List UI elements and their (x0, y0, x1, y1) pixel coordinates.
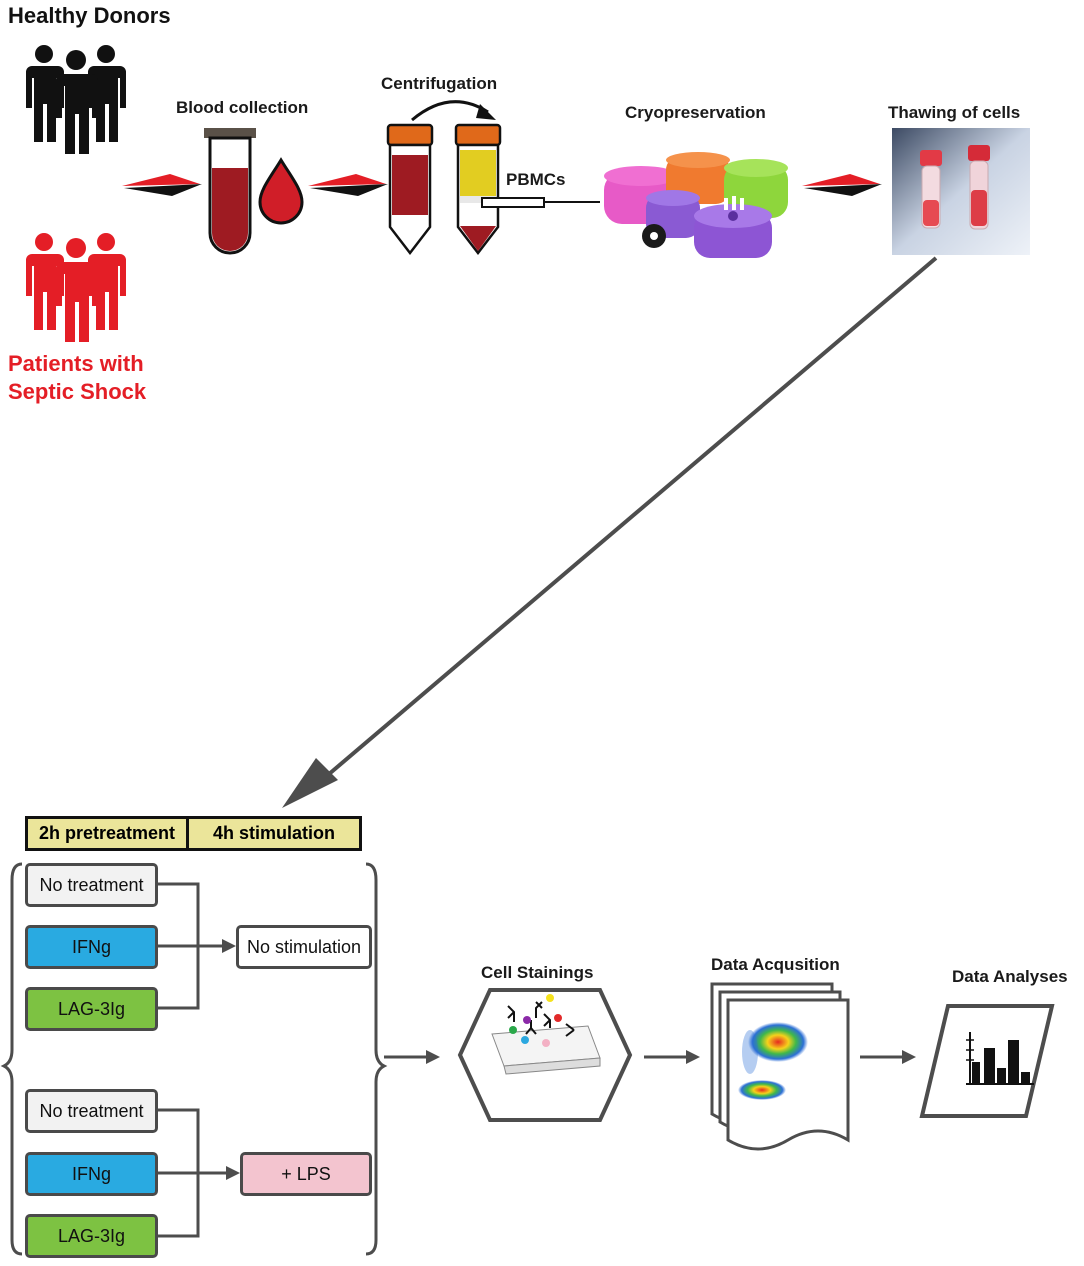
flow-cytometry-plot (738, 1022, 808, 1100)
lag3ig-box-2: LAG-3Ig (25, 1214, 158, 1258)
no-treatment-box-2: No treatment (25, 1089, 158, 1133)
thawing-label: Thawing of cells (888, 103, 1021, 122)
healthy-donors-label: Healthy Donors (8, 3, 171, 28)
pipette-icon (481, 197, 600, 208)
data-analyses-label: Data Analyses (952, 967, 1068, 986)
cell-stainings-icon (457, 988, 633, 1122)
pretreatment-phase: 2h pretreatment (25, 816, 189, 851)
flow-arrow-2 (308, 174, 388, 196)
pbmcs-label: PBMCs (506, 170, 566, 189)
connector-set-2 (158, 1108, 232, 1238)
no-treatment-box-1: No treatment (25, 863, 158, 907)
thawing-photo-icon (892, 128, 1030, 255)
ifng-box-1: IFNg (25, 925, 158, 969)
patients-label-line2: Septic Shock (8, 379, 147, 404)
centrifuge-tube-after (454, 123, 502, 256)
blood-tube-icon (204, 128, 256, 255)
lag3ig-box-1: LAG-3Ig (25, 987, 158, 1031)
left-brace (0, 862, 23, 1256)
healthy-donors-icon (26, 45, 126, 154)
data-analyses-icon (919, 1004, 1055, 1118)
centrifugation-label: Centrifugation (381, 74, 498, 93)
patients-icon (26, 233, 126, 342)
cryopreservation-label: Cryopreservation (625, 103, 766, 122)
flow-arrow-1 (122, 174, 202, 196)
thaw-to-treatment-arrow (320, 256, 938, 782)
centrifuge-tube-before (386, 123, 434, 256)
no-stimulation-box: No stimulation (236, 925, 372, 969)
data-acquisition-label: Data Acqusition (711, 955, 840, 974)
patients-label-line1: Patients with (8, 351, 144, 376)
ifng-box-2: IFNg (25, 1152, 158, 1196)
blood-drop-icon (258, 157, 304, 225)
connector-set-1 (158, 882, 228, 1010)
stimulation-phase: 4h stimulation (186, 816, 362, 851)
blood-collection-label: Blood collection (176, 98, 309, 117)
right-brace (365, 862, 388, 1256)
cryo-containers-icon (604, 152, 788, 258)
flow-arrow-3 (802, 174, 882, 196)
lps-stimulation-box: + LPS (240, 1152, 372, 1196)
cell-stainings-label: Cell Stainings (481, 963, 594, 982)
data-acquisition-icon (710, 982, 850, 1151)
